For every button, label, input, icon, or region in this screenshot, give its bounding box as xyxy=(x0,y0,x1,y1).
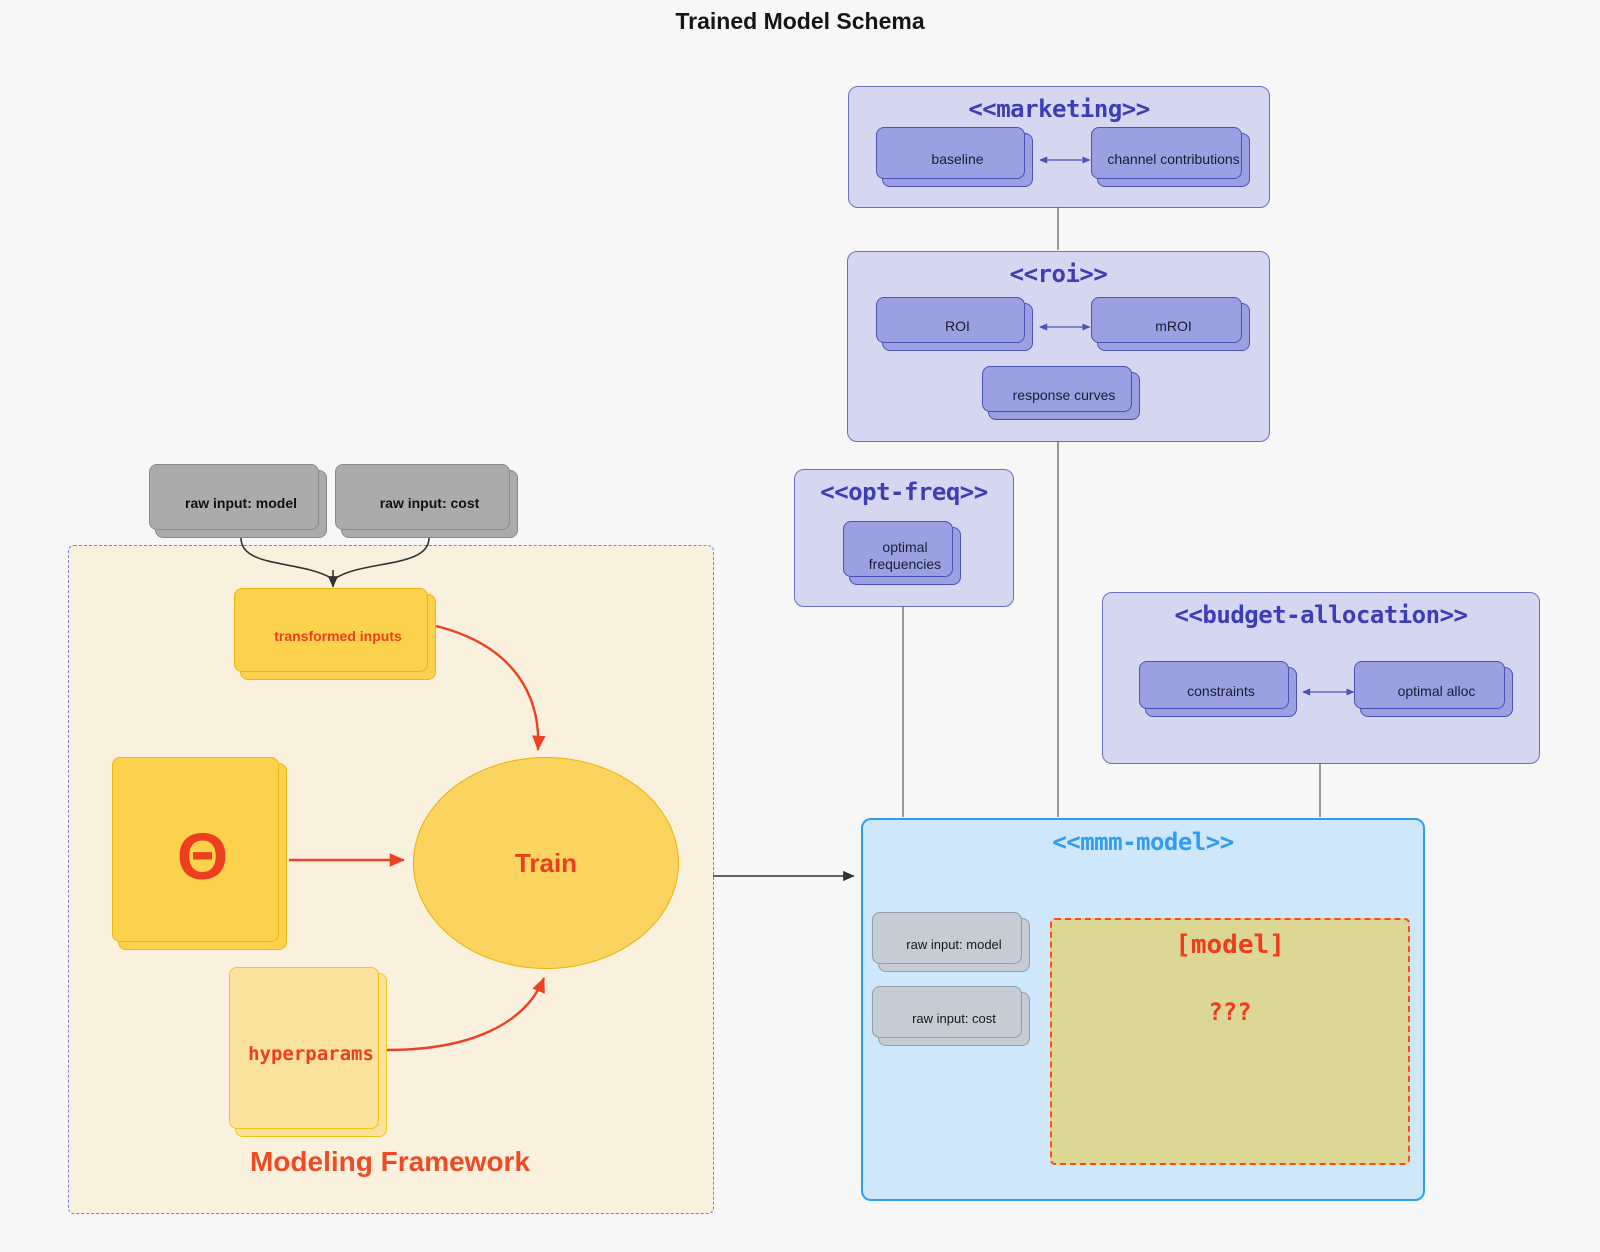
model-placeholder-title: [model] xyxy=(1175,930,1285,960)
node-raw-input-model: raw input: model xyxy=(149,464,327,538)
node-raw-input-cost: raw input: cost xyxy=(335,464,518,538)
model-placeholder-box: [model] ??? xyxy=(1050,918,1410,1165)
node-optimal-frequencies: optimal frequencies xyxy=(843,521,961,585)
modeling-framework-label: Modeling Framework xyxy=(249,1146,531,1177)
node-mroi: mROI xyxy=(1091,297,1250,351)
package-mmm-model-title: <<mmm-model>> xyxy=(1052,828,1234,856)
node-channel-contributions: channel contributions xyxy=(1091,127,1250,187)
package-opt-freq-title: <<opt-freq>> xyxy=(820,478,988,506)
node-response-curves: response curves xyxy=(982,366,1140,420)
node-train: Train xyxy=(413,757,679,969)
package-marketing-title: <<marketing>> xyxy=(968,95,1150,123)
model-unknown-text: ??? xyxy=(1208,998,1252,1026)
node-baseline: baseline xyxy=(876,127,1033,187)
node-hyperparams: hyperparams xyxy=(229,967,387,1137)
node-constraints: constraints xyxy=(1139,661,1297,717)
theta-symbol: Θ xyxy=(176,819,229,894)
node-theta: Θ xyxy=(112,757,287,950)
train-label: Train xyxy=(514,847,578,878)
package-roi-title: <<roi>> xyxy=(1009,260,1108,288)
package-budget-allocation-title: <<budget-allocation>> xyxy=(1174,601,1468,629)
node-transformed-inputs: transformed inputs xyxy=(234,588,436,680)
node-mmm-raw-input-model: raw input: model xyxy=(872,912,1030,972)
node-optimal-alloc: optimal alloc xyxy=(1354,661,1513,717)
page-title: Trained Model Schema xyxy=(675,8,925,34)
node-mmm-raw-input-cost: raw input: cost xyxy=(872,986,1030,1046)
node-roi: ROI xyxy=(876,297,1033,351)
